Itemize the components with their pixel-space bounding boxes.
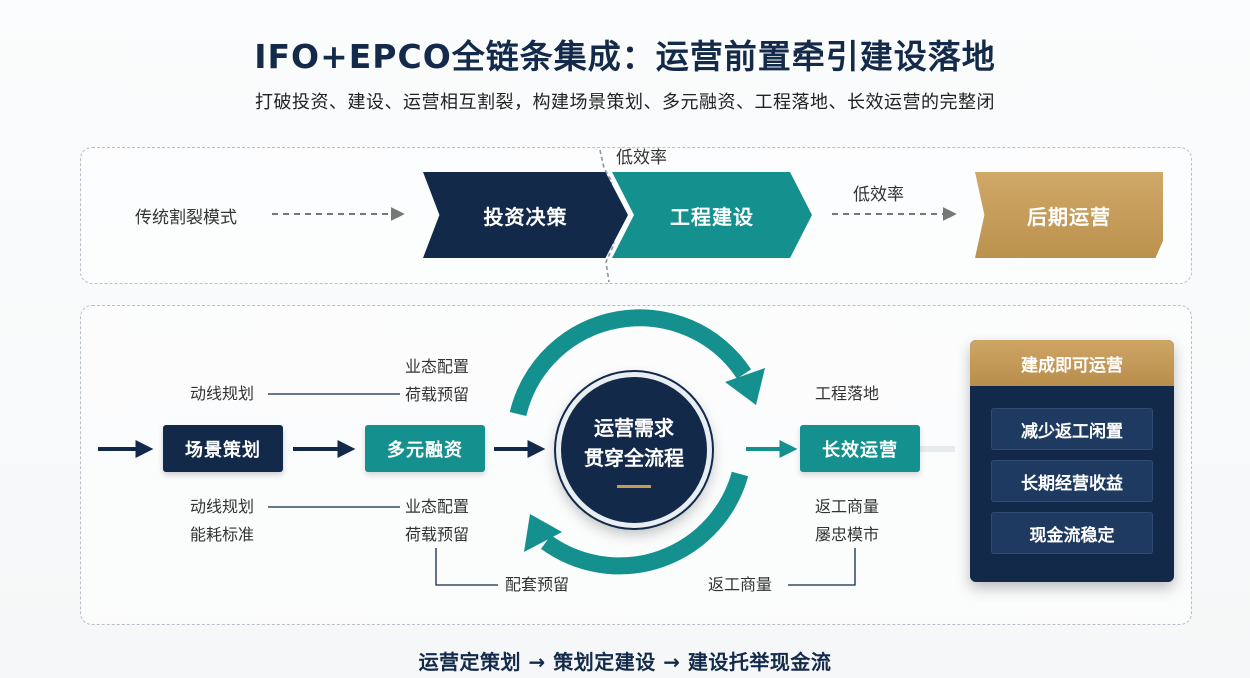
traditional-mode-label: 传统割裂模式 [135,208,237,228]
label-right-bottom-1: 返工商量 [815,497,880,516]
label-right-bottom-2: 屡忠模市 [815,525,880,544]
loop-arrow-top [509,309,752,416]
connector-loop-left [435,548,498,586]
summary-footer: 运营定策划 → 策划定建设 → 建设托举现金流 [418,650,832,674]
inefficiency-label-1: 低效率 [616,148,667,168]
label-mid-top-1: 业态配置 [405,357,470,376]
benefit-item-3: 现金流稳定 [991,512,1153,554]
center-operation-demand: 运营需求 贯穿全流程 [556,372,712,528]
connector-loop-right [788,548,856,586]
page-subtitle: 打破投资、建设、运营相互割裂，构建场景策划、多元融资、工程落地、长效运营的完整闭 [255,92,995,113]
page-title: IFO+EPCO全链条集成：运营前置牵引建设落地 [254,37,996,76]
loop-arrow-top-head [725,368,765,405]
label-mid-top-2: 荷载预留 [405,385,470,404]
loop-arrow-bottom [541,471,749,575]
label-loop-left: 配套预留 [505,575,570,594]
stage-invest-decision: 投资决策 [423,172,628,258]
label-mid-bottom-2: 荷载预留 [405,525,470,544]
step-diversified-financing: 多元融资 [365,425,485,472]
stage-operation: 后期运营 [975,172,1163,258]
label-mid-bottom-1: 业态配置 [405,497,470,516]
label-left-top: 动线规划 [190,384,255,403]
label-right-top: 工程落地 [815,384,880,403]
benefit-item-2: 长期经营收益 [991,460,1153,502]
center-accent-bar [617,484,651,488]
stage-engineering: 工程建设 [612,172,812,258]
center-line-2: 贯穿全流程 [584,445,684,470]
inefficiency-label-2: 低效率 [853,185,904,205]
loop-arrow-bottom-head [524,514,562,552]
label-left-bottom-1: 动线规划 [190,497,255,516]
benefits-panel: 建成即可运营 减少返工闲置 长期经营收益 现金流稳定 [970,340,1174,582]
step-long-term-operation: 长效运营 [800,425,920,472]
label-loop-right: 返工商量 [708,575,773,594]
step-scenario-planning: 场景策划 [163,425,283,472]
benefits-header: 建成即可运营 [970,340,1174,386]
label-left-bottom-2: 能耗标准 [190,525,255,544]
center-line-1: 运营需求 [594,415,674,440]
benefit-item-1: 减少返工闲置 [991,408,1153,450]
